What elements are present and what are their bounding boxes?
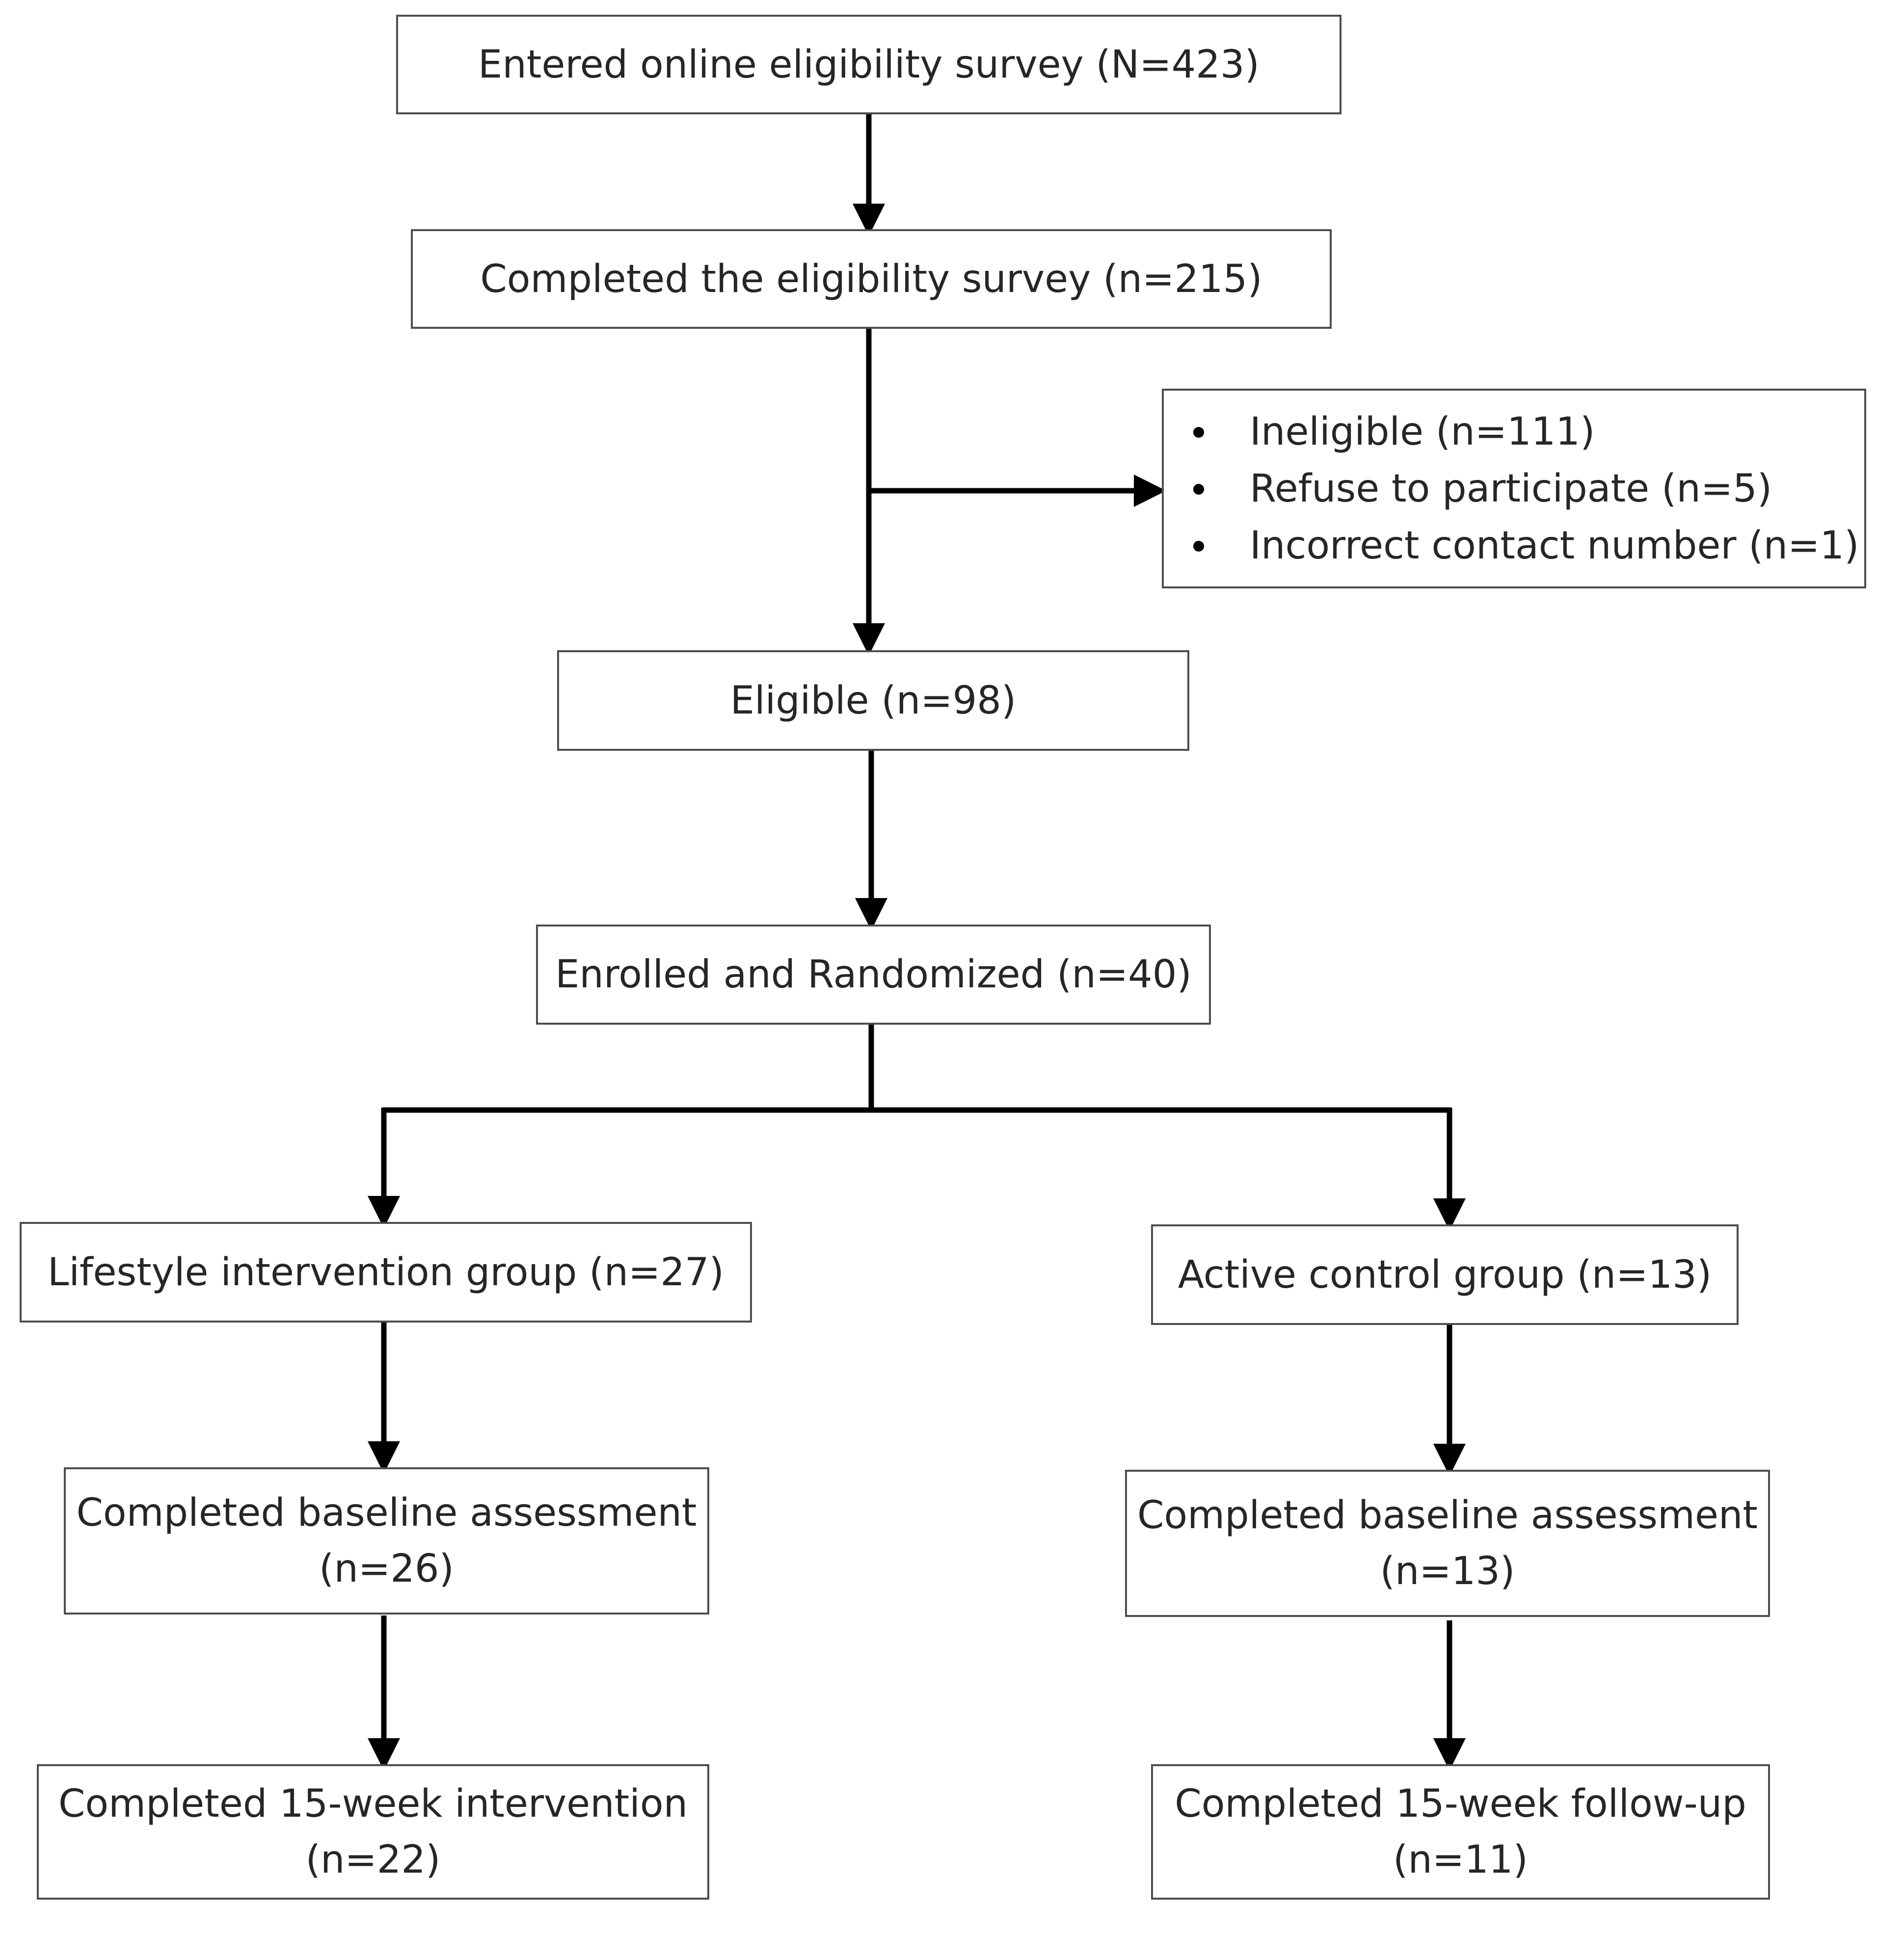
eligible-label: Eligible (n=98) (730, 678, 1017, 723)
enrolled-box: Enrolled and Randomized (n=40) (536, 925, 1211, 1025)
entered-survey-label: Entered online eligibility survey (N=423… (478, 42, 1260, 87)
completed-survey-label: Completed the eligibility survey (n=215) (480, 257, 1262, 301)
excluded-item-refused: Refuse to participate (n=5) (1193, 460, 1859, 517)
control-group-box: Active control group (n=13) (1151, 1224, 1739, 1325)
excluded-item-ineligible: Ineligible (n=111) (1193, 403, 1859, 460)
control-baseline-line1: Completed baseline assessment (1137, 1493, 1758, 1537)
intervention-baseline-box: Completed baseline assessment (n=26) (64, 1467, 709, 1615)
control-baseline-box: Completed baseline assessment (n=13) (1125, 1470, 1770, 1617)
intervention-baseline-line2: (n=26) (319, 1547, 454, 1591)
intervention-group-box: Lifestyle intervention group (n=27) (20, 1222, 752, 1323)
control-final-line2: (n=11) (1393, 1838, 1528, 1882)
intervention-final-box: Completed 15-week intervention (n=22) (37, 1764, 709, 1900)
completed-survey-box: Completed the eligibility survey (n=215) (411, 229, 1332, 329)
intervention-final-line2: (n=22) (305, 1838, 441, 1882)
excluded-box: Ineligible (n=111) Refuse to participate… (1162, 389, 1866, 588)
control-baseline-line2: (n=13) (1380, 1549, 1515, 1593)
excluded-item-incorrect-contact: Incorrect contact number (n=1) (1193, 517, 1859, 574)
control-final-line1: Completed 15-week follow-up (1175, 1782, 1746, 1826)
intervention-final-line1: Completed 15-week intervention (58, 1782, 688, 1826)
intervention-baseline-line1: Completed baseline assessment (76, 1491, 697, 1535)
eligible-box: Eligible (n=98) (557, 650, 1189, 751)
control-group-label: Active control group (n=13) (1178, 1252, 1712, 1297)
intervention-group-label: Lifestyle intervention group (n=27) (47, 1250, 724, 1295)
enrolled-label: Enrolled and Randomized (n=40) (555, 953, 1192, 997)
excluded-list: Ineligible (n=111) Refuse to participate… (1193, 403, 1859, 574)
control-final-box: Completed 15-week follow-up (n=11) (1151, 1764, 1770, 1900)
entered-survey-box: Entered online eligibility survey (N=423… (396, 15, 1341, 114)
